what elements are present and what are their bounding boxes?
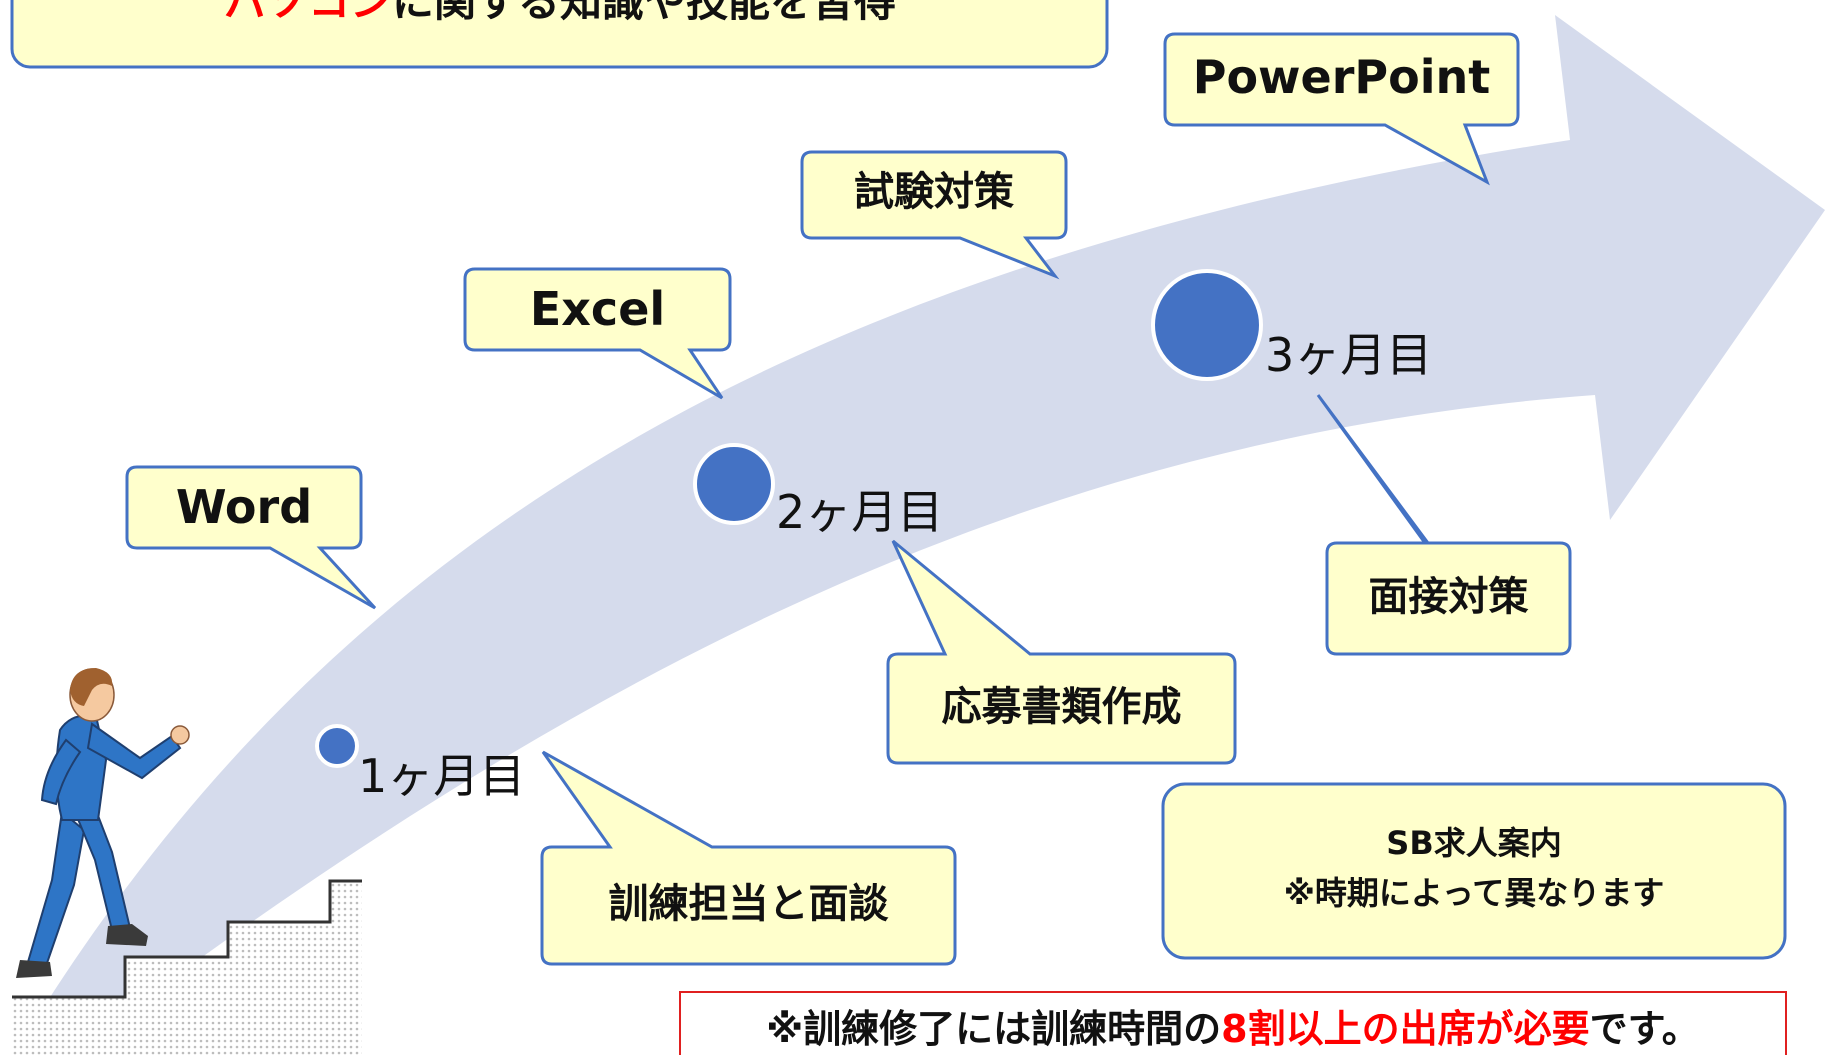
callout-application-docs-label: 応募書類作成 [941,684,1182,730]
milestone-dot-1 [315,724,359,768]
sb-jobs-line1: SB求人案内 [1386,824,1562,862]
callout-exam-shape [800,150,1068,280]
callout-excel-shape [463,267,732,400]
milestone-label-1: 1ヶ月目 [358,749,526,803]
attendance-notice-part3: です。 [1589,1007,1700,1051]
top-banner-text: パソコンに関する知識や技能を習得 [20,0,1100,30]
callout-powerpoint-shape [1163,32,1520,186]
stairs-icon [12,879,362,1055]
sb-jobs-line2: ※時期によって異なります [1283,874,1665,912]
callout-interview-prep-shape [1316,394,1572,656]
top-banner-highlight: パソコン [223,0,392,26]
person-climbing-stairs-icon [16,668,190,978]
attendance-notice: ※訓練修了には訓練時間の8割以上の出席が必要です。 [683,1002,1783,1056]
callout-word-shape [125,465,377,610]
sb-jobs-box [1161,782,1787,960]
top-banner-rest: に関する知識や技能を習得 [392,0,897,26]
notice-box [679,991,1787,1055]
callout-training-interview-label: 訓練担当と面談 [608,881,889,927]
callout-application-docs-shape [886,539,1237,765]
milestone-label-2: 2ヶ月目 [776,485,944,539]
milestone-dot-2 [693,443,775,525]
attendance-notice-highlight: 8割以上の出席が必要 [1221,1007,1590,1051]
callout-exam-label: 試験対策 [854,169,1014,215]
callout-interview-prep-label: 面接対策 [1368,574,1529,620]
callout-powerpoint-label: PowerPoint [1192,50,1491,104]
milestone-dot-3 [1151,269,1263,381]
attendance-notice-part1: ※訓練修了には訓練時間の [766,1007,1222,1051]
callout-excel-label: Excel [529,282,666,336]
milestone-label-3: 3ヶ月目 [1265,328,1433,382]
top-banner-box [10,0,1109,69]
callout-training-interview-shape [540,750,957,966]
progress-arrow [45,15,1825,1035]
callout-word-label: Word [175,480,313,534]
